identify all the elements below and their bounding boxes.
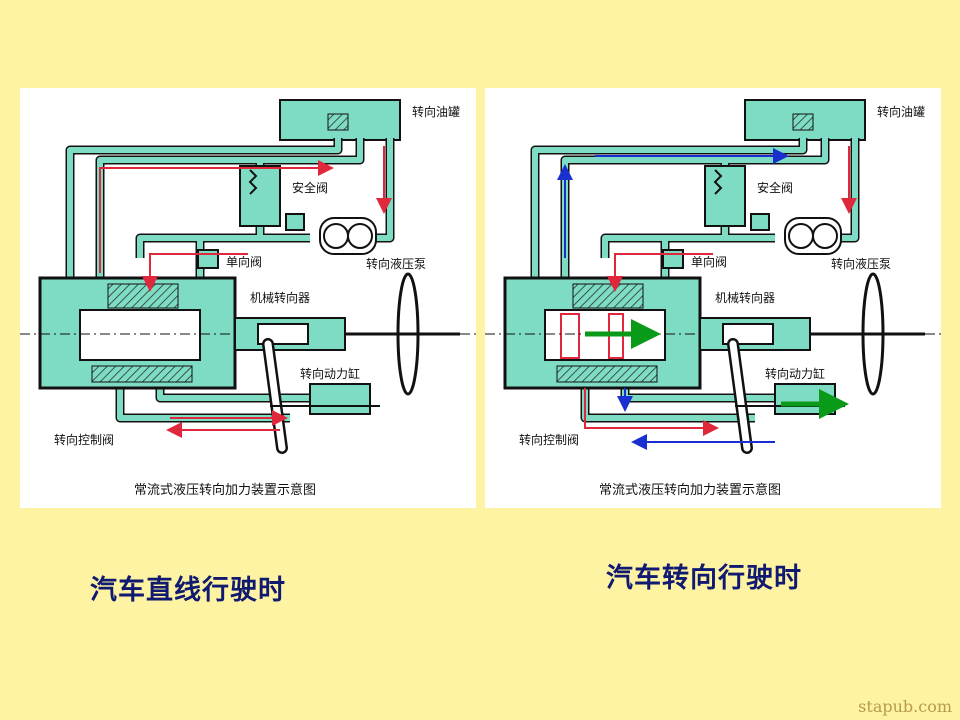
label-cylinder: 转向动力缸 — [300, 366, 360, 381]
safety-valve-spring — [248, 169, 258, 195]
control-valve-spool — [79, 309, 201, 361]
check-valve-icon — [197, 249, 219, 269]
label-gear: 机械转向器 — [715, 290, 775, 305]
watermark: stapub.com — [858, 697, 952, 716]
label-safety-valve: 安全阀 — [757, 180, 793, 195]
valve-top-land — [107, 283, 179, 309]
caption-straight-driving: 汽车直线行驶时 — [90, 575, 286, 606]
power-cylinder — [774, 383, 836, 415]
pipes — [67, 138, 393, 421]
valve-bottom-land — [556, 365, 658, 383]
label-cylinder: 转向动力缸 — [765, 366, 825, 381]
safety-valve-ball — [285, 213, 305, 231]
diagram-panel-straight: 转向油罐 安全阀 单向阀 转向液压泵 机械转向器 转向动力缸 转向控制阀 常流式… — [20, 88, 476, 508]
label-reservoir: 转向油罐 — [877, 104, 925, 119]
label-control-valve: 转向控制阀 — [54, 432, 114, 447]
diagram-caption: 常流式液压转向加力装置示意图 — [599, 482, 781, 498]
label-control-valve: 转向控制阀 — [519, 432, 579, 447]
safety-valve — [239, 165, 281, 227]
label-pump: 转向液压泵 — [831, 256, 891, 271]
safety-valve — [704, 165, 746, 227]
diagram-panel-turning: 转向油罐 安全阀 单向阀 转向液压泵 机械转向器 转向动力缸 转向控制阀 常流式… — [485, 88, 941, 508]
valve-top-land — [572, 283, 644, 309]
check-valve-icon — [662, 249, 684, 269]
steering-diagram-turning: 转向油罐 安全阀 单向阀 转向液压泵 机械转向器 转向动力缸 转向控制阀 常流式… — [485, 99, 941, 498]
label-reservoir: 转向油罐 — [412, 104, 460, 119]
label-gear: 机械转向器 — [250, 290, 310, 305]
steering-wheel — [396, 272, 420, 396]
steering-diagram-straight: 转向油罐 安全阀 单向阀 转向液压泵 机械转向器 转向动力缸 转向控制阀 常流式… — [20, 99, 476, 498]
reservoir-filter — [792, 113, 814, 131]
label-check-valve: 单向阀 — [226, 254, 262, 269]
spool-shift-marker-left — [560, 313, 580, 359]
label-check-valve: 单向阀 — [691, 254, 727, 269]
pressure-flow-arrows — [99, 146, 392, 438]
power-cylinder — [309, 383, 371, 415]
safety-valve-ball — [750, 213, 770, 231]
label-pump: 转向液压泵 — [366, 256, 426, 271]
reservoir-filter — [327, 113, 349, 131]
safety-valve-spring — [713, 169, 723, 195]
label-safety-valve: 安全阀 — [292, 180, 328, 195]
caption-turning-driving: 汽车转向行驶时 — [606, 563, 802, 594]
pressure-flow-arrows — [584, 146, 857, 436]
motion-arrows — [585, 319, 849, 419]
valve-bottom-land — [91, 365, 193, 383]
steering-wheel — [861, 272, 885, 396]
diagram-caption: 常流式液压转向加力装置示意图 — [134, 482, 316, 498]
return-flow-arrows — [557, 148, 789, 450]
